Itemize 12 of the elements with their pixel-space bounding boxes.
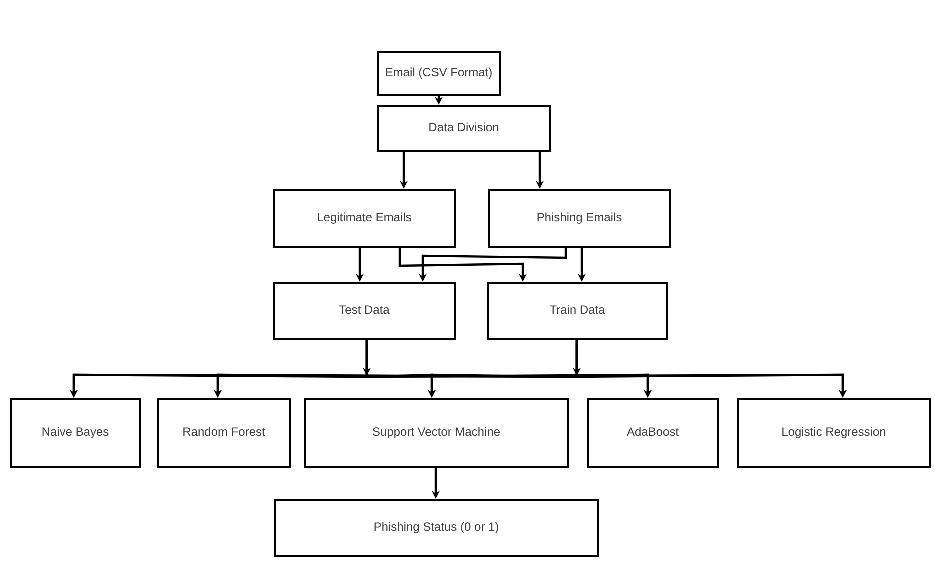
process-box: Legitimate Emails [273, 189, 456, 248]
process-box: Test Data [273, 282, 456, 340]
process-box: Phishing Status (0 or 1) [274, 499, 599, 557]
process-box: Phishing Emails [488, 189, 671, 248]
process-box: Naive Bayes [10, 398, 141, 468]
process-box: Email (CSV Format) [377, 51, 501, 96]
process-box: Logistic Regression [737, 398, 931, 468]
process-box: AdaBoost [587, 398, 719, 468]
process-box: Random Forest [157, 398, 291, 468]
process-box: Data Division [377, 105, 551, 152]
process-box: Train Data [487, 282, 668, 340]
process-box: Support Vector Machine [304, 398, 569, 468]
